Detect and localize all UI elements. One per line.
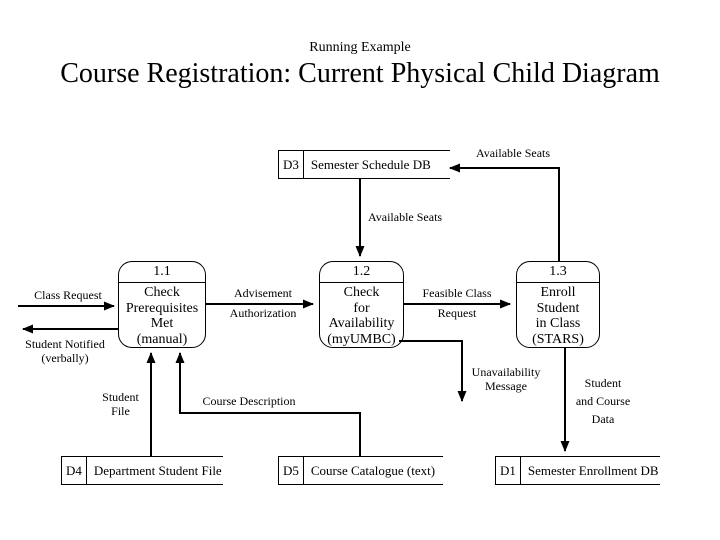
process-label-line: Student [536,300,580,316]
page-title: Course Registration: Current Physical Ch… [60,58,660,89]
process-check-prerequisites: 1.1 Check Prerequisites Met (manual) [118,261,206,348]
process-label: Check Prerequisites Met (manual) [119,283,205,347]
process-label-line: Enroll [540,285,576,300]
process-label-line: (myUMBC) [327,331,396,347]
flow-label-advisement-line1: Advisement [234,286,292,300]
data-store-id: D1 [496,457,521,484]
data-store-semester-schedule: D3 Semester Schedule DB [278,150,450,179]
flow-label-unavailability-message: Unavailability Message [471,365,541,393]
process-label-line: Check [343,285,380,300]
process-number: 1.2 [320,262,403,283]
process-label-line: Prerequisites [125,300,199,316]
process-label-line: Check [144,285,180,300]
process-label: Enroll Student in Class (STARS) [517,283,599,347]
data-store-id: D5 [279,457,304,484]
data-store-name: Semester Schedule DB [310,156,431,172]
data-store-id: D3 [279,151,304,178]
process-number: 1.3 [517,262,599,283]
process-label-line: (manual) [136,331,188,347]
data-store-semester-enrollment: D1 Semester Enrollment DB [495,456,660,485]
flow-label-advisement-line2: Authorization [229,306,297,320]
flow-label-available-seats-mid: Available Seats [368,210,443,224]
flow-label-available-seats-top: Available Seats [475,146,551,160]
data-store-name: Semester Enrollment DB [527,462,659,478]
flow-label-student-notified: Student Notified (verbally) [25,337,105,365]
arrow-course-description [175,352,361,456]
flow-label-student-file: Student File [102,390,139,418]
data-store-id: D4 [62,457,87,484]
process-label-line: Met [150,316,174,331]
data-store-department-student-file: D4 Department Student File [61,456,223,485]
flow-label-student-course-data: Student and Course Data [575,376,631,426]
slide-subtitle: Running Example [309,40,411,55]
flow-label-class-request: Class Request [34,288,102,302]
flow-label-feasible-class-line1: Feasible Class [422,286,492,300]
data-store-name: Department Student File [93,462,222,478]
arrow-available-seats-to-store [449,163,560,261]
process-label: Check for Availability (myUMBC) [320,283,403,347]
process-label-line: in Class [535,316,581,331]
data-store-name: Course Catalogue (text) [310,462,436,478]
process-check-availability: 1.2 Check for Availability (myUMBC) [319,261,404,348]
process-number: 1.1 [119,262,205,283]
process-label-line: for [353,300,370,316]
process-enroll-student: 1.3 Enroll Student in Class (STARS) [516,261,600,348]
process-label-line: Availability [328,316,395,331]
flow-label-feasible-class-line2: Request [437,306,477,320]
arrow-unavailability-message [399,340,467,402]
process-label-line: (STARS) [532,331,584,347]
data-store-course-catalogue: D5 Course Catalogue (text) [278,456,443,485]
flow-label-course-description: Course Description [202,394,296,408]
